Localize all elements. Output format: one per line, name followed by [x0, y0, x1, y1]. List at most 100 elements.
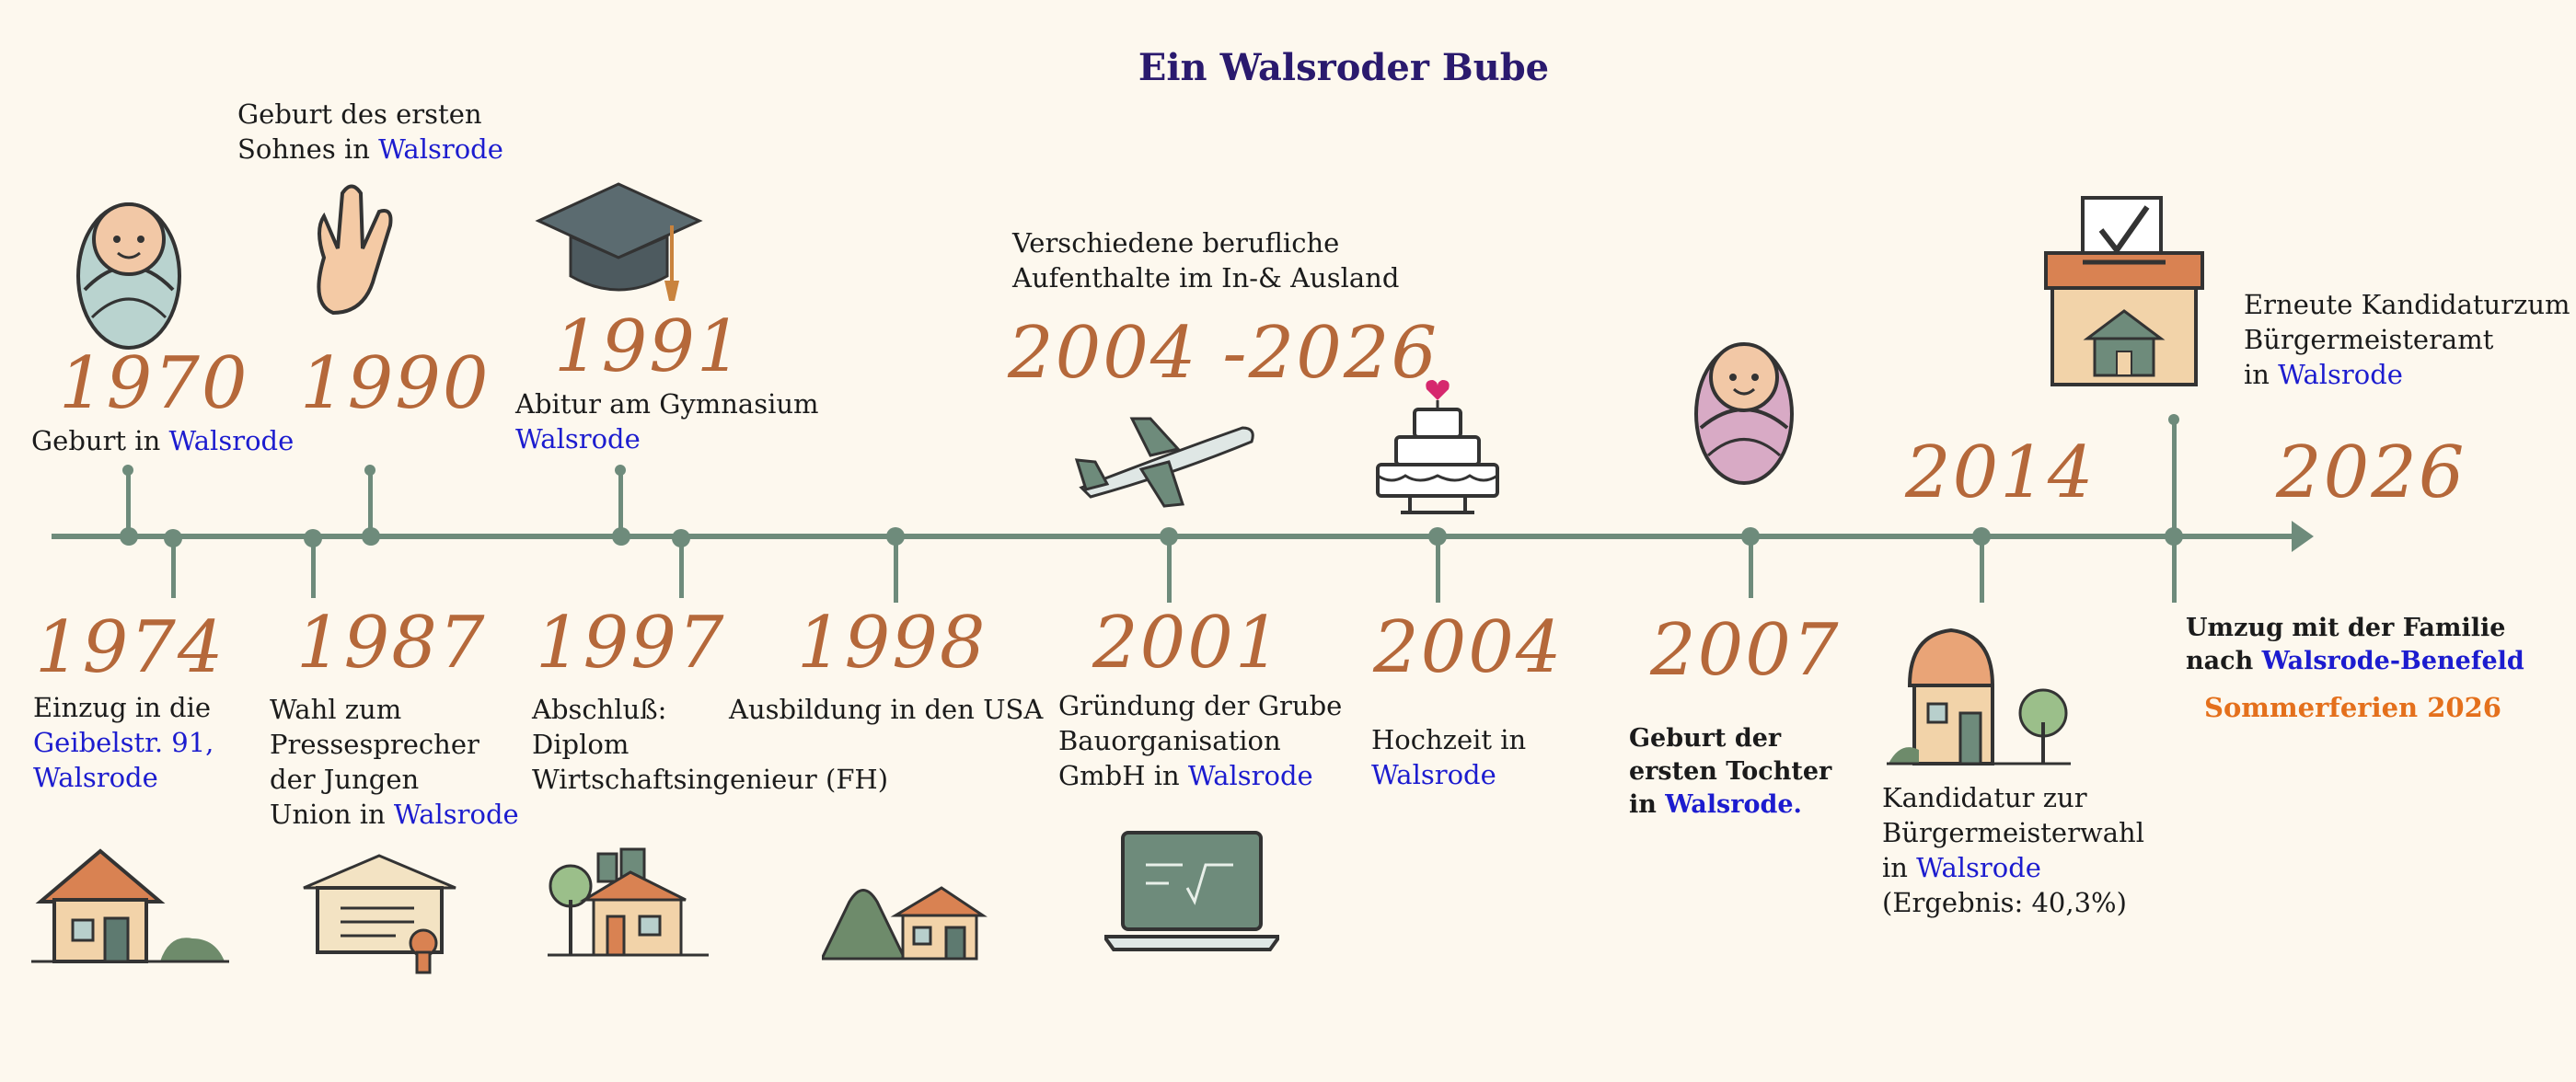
label-2007-line1: Geburt der — [1629, 724, 1782, 753]
label-1970: Geburt in Walsrode — [31, 423, 294, 458]
ballot-box-icon — [2041, 193, 2207, 391]
label-2001: Gründung der Grube Bauorganisation GmbH … — [1058, 688, 1342, 793]
label-2014-line4: (Ergebnis: 40,3%) — [1882, 887, 2127, 918]
airplane-icon — [1072, 405, 1256, 515]
label-2026-line2: Bürgermeisteramt — [2244, 324, 2494, 355]
pin-1970 — [122, 465, 133, 476]
pin-2026 — [2168, 414, 2179, 425]
year-2001: 2001 — [1092, 602, 1283, 685]
place-link[interactable]: Walsrode — [1371, 759, 1496, 790]
label-1997-line3: Wirtschaftsingenieur (FH) — [532, 764, 889, 795]
label-1974: Einzug in die Geibelstr. 91, Walsrode — [33, 690, 214, 795]
label-1974-line2: Geibelstr. 91, — [33, 727, 214, 758]
label-2026-summer: Sommerferien 2026 — [2204, 692, 2501, 723]
town-icon — [548, 845, 709, 960]
page-title: Ein Walsroder Bube — [1138, 46, 1550, 89]
stem-1970 — [126, 469, 131, 535]
label-2007-line3: in — [1629, 790, 1666, 819]
stem-1987 — [311, 538, 316, 598]
stem-1974 — [171, 538, 176, 598]
place-link[interactable]: Walsrode — [1916, 852, 2041, 883]
year-1974: 1974 — [35, 606, 225, 689]
label-2026-upper: Erneute Kandidaturzum Bürgermeisteramt i… — [2244, 287, 2570, 392]
stem-2004 — [1436, 538, 1440, 603]
graduation-cap-icon — [534, 179, 704, 308]
place-link[interactable]: Walsrode. — [1665, 790, 1802, 819]
year-1990: 1990 — [300, 342, 491, 425]
label-2004-2026: Verschiedene berufliche Aufenthalte im I… — [1012, 225, 1399, 295]
label-2007: Geburt der ersten Tochter in Walsrode. — [1629, 722, 1831, 822]
label-1991: Abitur am Gymnasium Walsrode — [515, 386, 819, 456]
label-2026-line3: in — [2244, 359, 2279, 390]
dot-2004 — [1428, 527, 1447, 546]
label-1987-line2: Pressesprecher — [270, 729, 479, 760]
label-2001-line3: GmbH in — [1058, 760, 1188, 791]
certificate-icon — [299, 851, 460, 975]
label-2014: Kandidatur zur Bürgermeisterwahl in Wals… — [1882, 780, 2144, 920]
place-link[interactable]: Walsrode-Benefeld — [2261, 647, 2524, 675]
label-1997: Abschluß: Diplom Wirtschaftsingenieur (F… — [532, 692, 888, 797]
dot-1990 — [362, 527, 380, 546]
stem-1997 — [679, 538, 684, 598]
label-2004-2026-line2: Aufenthalte im In-& Ausland — [1012, 262, 1400, 294]
label-1987-line4: Union in — [270, 799, 394, 830]
dot-2026 — [2165, 527, 2183, 546]
year-1997: 1997 — [536, 602, 726, 685]
label-2001-line1: Gründung der Grube — [1058, 690, 1343, 721]
year-1970: 1970 — [59, 342, 249, 425]
label-2026-lower: Umzug mit der Familie nach Walsrode-Bene… — [2186, 612, 2524, 678]
place-link[interactable]: Walsrode — [393, 799, 519, 830]
label-2007-line2: ersten Tochter — [1629, 757, 1832, 786]
stem-1991 — [618, 469, 623, 535]
year-1991: 1991 — [554, 305, 745, 388]
label-1997-line2: Diplom — [532, 729, 630, 760]
label-1990-line2: Sohnes in — [237, 133, 379, 165]
label-1991-line1: Abitur am Gymnasium — [515, 388, 819, 420]
label-2026-line5: nach — [2186, 647, 2262, 675]
year-2004-2026: 2004 -2026 — [1008, 312, 1439, 395]
label-1990-line1: Geburt des ersten — [237, 98, 482, 130]
year-2026: 2026 — [2276, 432, 2466, 514]
label-1987: Wahl zum Pressesprecher der Jungen Union… — [270, 692, 519, 832]
dot-2014 — [1972, 527, 1991, 546]
dot-1998 — [886, 527, 905, 546]
stem-2001 — [1167, 538, 1172, 603]
laptop-icon — [1104, 828, 1279, 957]
place-link[interactable]: Walsrode — [168, 425, 295, 456]
timeline-arrowhead — [2292, 521, 2314, 552]
stem-2026 — [2172, 419, 2177, 603]
label-2004-line1: Hochzeit in — [1371, 724, 1527, 755]
label-1990: Geburt des ersten Sohnes in Walsrode — [237, 97, 503, 167]
baby-girl-icon — [1692, 327, 1797, 488]
house-tree-icon — [1887, 621, 2071, 768]
stem-2014 — [1980, 538, 1984, 603]
place-link[interactable]: Walsrode — [515, 423, 641, 455]
year-1998: 1998 — [797, 602, 988, 685]
label-2014-line2: Bürgermeisterwahl — [1882, 817, 2145, 848]
dot-2001 — [1160, 527, 1178, 546]
house-icon — [31, 846, 229, 966]
pin-1991 — [615, 465, 626, 476]
label-2004-2026-line1: Verschiedene berufliche — [1012, 227, 1340, 259]
wedding-cake-icon — [1373, 373, 1502, 520]
label-1998: Ausbildung in den USA — [729, 692, 1043, 727]
label-2001-line2: Bauorganisation — [1058, 725, 1281, 756]
stem-1998 — [894, 538, 898, 603]
place-link[interactable]: Walsrode — [2278, 359, 2403, 390]
hand-gesture-icon — [296, 175, 425, 322]
place-link[interactable]: Walsrode — [33, 762, 158, 793]
label-1987-line3: der Jungen — [270, 764, 420, 795]
stem-2007 — [1749, 538, 1753, 598]
baby-icon — [74, 189, 184, 350]
dot-1991 — [612, 527, 630, 546]
place-link[interactable]: Walsrode — [1187, 760, 1313, 791]
year-2014: 2014 — [1905, 432, 2096, 514]
label-2014-line3: in — [1882, 852, 1917, 883]
place-link[interactable]: Walsrode — [378, 133, 503, 165]
label-2004: Hochzeit in Walsrode — [1371, 722, 1526, 792]
label-2026-line4: Umzug mit der Familie — [2186, 614, 2506, 642]
pin-1990 — [364, 465, 375, 476]
label-1974-line1: Einzug in die — [33, 692, 212, 723]
year-1987: 1987 — [296, 602, 487, 685]
dot-1970 — [120, 527, 138, 546]
